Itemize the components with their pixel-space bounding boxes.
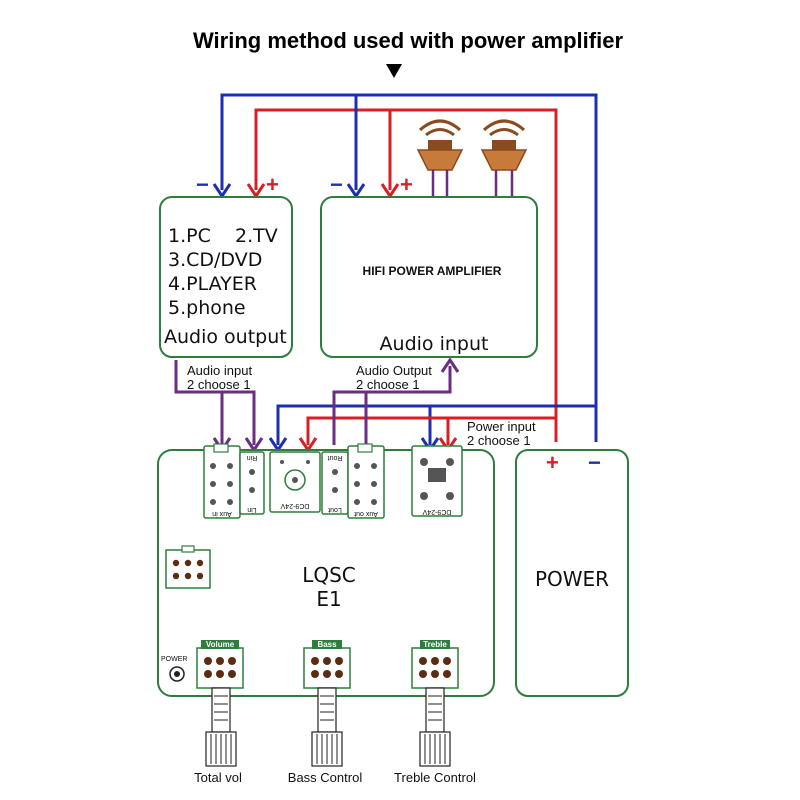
treble-shaft — [419, 687, 451, 767]
board-header-connector — [165, 545, 211, 589]
amp-plus-sign: + — [400, 172, 413, 197]
jack-dc-input-1 — [269, 451, 321, 513]
wire-positive-board — [306, 416, 556, 445]
board-name-line-1: LQSC — [302, 563, 356, 587]
speaker-right-icon — [480, 119, 528, 171]
source-line-3: 4.PLAYER — [168, 273, 257, 295]
wire-negative-board — [276, 404, 596, 445]
jack-aux-in — [203, 443, 241, 519]
wire-negative-source — [220, 93, 598, 442]
power-minus-sign: − — [588, 450, 601, 475]
speaker-wire — [431, 170, 514, 197]
board-name-line-2: E1 — [316, 587, 341, 611]
label-bass-control: Bass Control — [288, 770, 363, 785]
source-line-5: Audio output — [164, 326, 287, 348]
jack-lout-label: Lout — [328, 506, 342, 513]
page-title: Wiring method used with power amplifier — [193, 28, 623, 53]
knob-treble-label: Treble — [423, 640, 447, 649]
knob-volume-label: Volume — [206, 640, 235, 649]
power-plus-sign: + — [546, 450, 559, 475]
amp-name: HIFI POWER AMPLIFIER — [363, 264, 502, 278]
note-audio-output-2: 2 choose 1 — [356, 377, 420, 392]
source-line-2: 3.CD/DVD — [168, 249, 262, 271]
note-audio-input-2: 2 choose 1 — [187, 377, 251, 392]
source-plus-sign: + — [266, 172, 279, 197]
knob-treble[interactable] — [411, 640, 459, 689]
source-minus-sign: − — [196, 172, 209, 197]
wire-signal-input — [174, 360, 256, 445]
source-box — [159, 196, 293, 358]
jack-dc2-label: DC9-24V — [422, 508, 451, 515]
volume-shaft — [205, 687, 237, 767]
jack-aux-out-label: Aux out — [354, 510, 378, 517]
note-power-input-1: Power input — [467, 419, 536, 434]
jack-rin-lin — [239, 451, 265, 515]
knob-volume[interactable] — [196, 640, 244, 689]
amp-input-label: Audio input — [380, 333, 489, 355]
source-line-4: 5.phone — [168, 297, 246, 319]
power-box-label: POWER — [535, 567, 609, 591]
note-audio-input-1: Audio input — [187, 363, 252, 378]
power-box — [515, 449, 629, 697]
amp-box — [320, 196, 538, 358]
wire-positive-source — [254, 108, 558, 442]
power-led-label: POWER — [161, 656, 187, 663]
jack-aux-in-label: Aux in — [212, 510, 232, 517]
knob-bass-label: Bass — [317, 640, 337, 649]
jack-lin-label: Lin — [247, 506, 256, 513]
jack-aux-out — [347, 443, 385, 519]
jack-rout-label: Rout — [328, 454, 343, 461]
title-down-arrow-icon — [386, 64, 402, 78]
knob-bass[interactable] — [303, 640, 351, 689]
source-line-1: 1.PC 2.TV — [168, 225, 278, 247]
bass-shaft — [311, 687, 343, 767]
jack-dc-input-2 — [411, 445, 463, 517]
amp-minus-sign: − — [330, 172, 343, 197]
jack-dc1-label: DC9-24V — [280, 502, 309, 509]
label-treble-control: Treble Control — [394, 770, 476, 785]
jack-rin-label: Rin — [247, 454, 258, 461]
wire-signal-output — [332, 366, 452, 445]
note-power-input-2: 2 choose 1 — [467, 433, 531, 448]
speaker-left-icon — [416, 119, 464, 171]
note-audio-output-1: Audio Output — [356, 363, 432, 378]
arrow-head-icon — [440, 357, 460, 373]
label-total-vol: Total vol — [194, 770, 242, 785]
